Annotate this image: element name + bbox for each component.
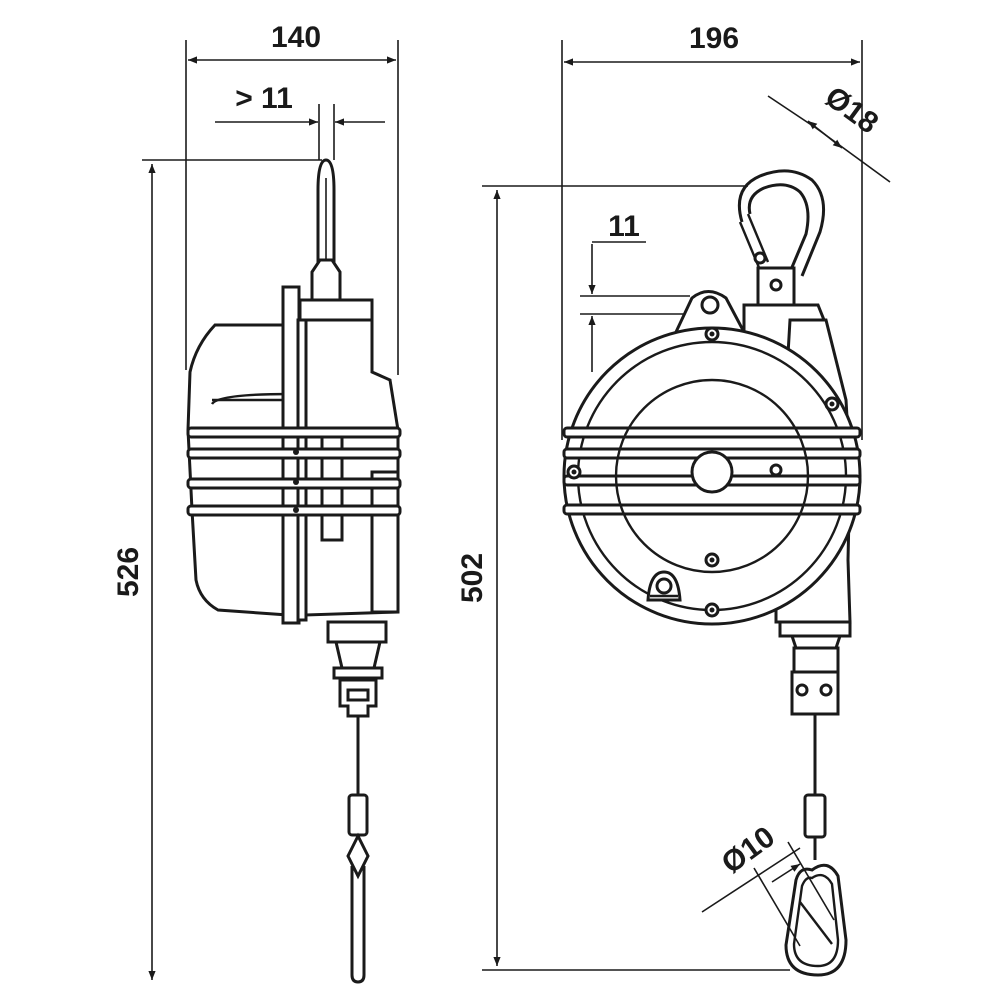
dim-rail-spacing: 11	[608, 210, 640, 243]
front-ribs	[562, 426, 862, 516]
dim-side-height: 526	[112, 547, 145, 597]
side-view	[186, 158, 402, 984]
dim-carabiner-diameter: Ø10	[716, 820, 781, 880]
front-dimensions	[482, 40, 891, 971]
dim-front-width: 196	[689, 22, 739, 55]
side-dimensions	[142, 40, 399, 980]
dim-gap-min: > 11	[235, 82, 293, 115]
housing-ribs	[186, 426, 402, 517]
front-bolts	[566, 326, 840, 618]
front-view	[562, 169, 862, 977]
dim-hook-diameter: Ø18	[819, 80, 884, 140]
dim-side-width: 140	[271, 21, 321, 54]
dim-front-height: 502	[456, 553, 489, 603]
